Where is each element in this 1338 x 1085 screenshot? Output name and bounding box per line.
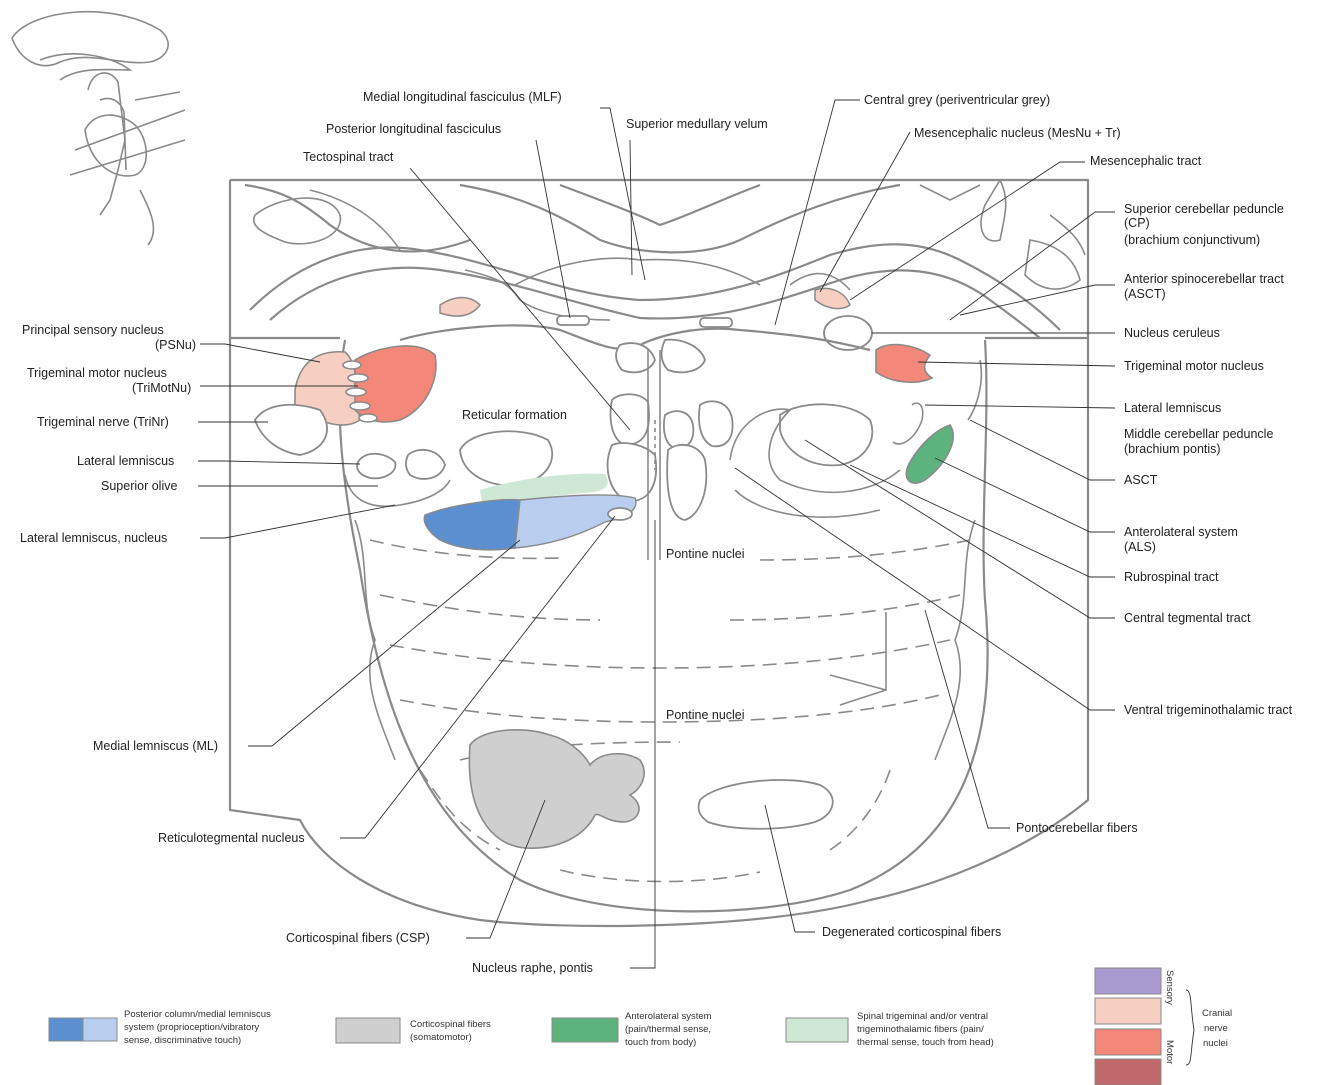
legend-dcml-line-1: Posterior column/medial lemniscus bbox=[124, 1009, 271, 1020]
anterolateral-system-shape bbox=[906, 425, 953, 483]
label-ceruleus: Nucleus ceruleus bbox=[1124, 326, 1220, 340]
legend: Posterior column/medial lemniscus system… bbox=[49, 968, 1232, 1085]
label-plf: Posterior longitudinal fasciculus bbox=[326, 122, 501, 136]
label-psnu-2: (PSNu) bbox=[155, 338, 196, 352]
label-trimot-left-1: Trigeminal motor nucleus bbox=[27, 366, 167, 380]
label-reticular-formation: Reticular formation bbox=[462, 408, 567, 422]
label-als-2: (ALS) bbox=[1124, 540, 1156, 554]
legend-trig-line-3: thermal sense, touch from head) bbox=[857, 1037, 994, 1048]
legend-csp-line-2: (somatomotor) bbox=[410, 1032, 472, 1043]
legend-trig: Spinal trigeminal and/or ventral trigemi… bbox=[786, 1011, 994, 1048]
corticospinal-fibers-shape bbox=[469, 730, 644, 848]
label-latlem-left: Lateral lemniscus bbox=[77, 454, 174, 468]
label-mcp-1: Middle cerebellar peduncle bbox=[1124, 427, 1273, 441]
legend-als-line-2: (pain/thermal sense, bbox=[625, 1024, 711, 1035]
label-superior-olive: Superior olive bbox=[101, 479, 177, 493]
label-latlem-nucleus: Lateral lemniscus, nucleus bbox=[20, 531, 167, 545]
label-trimot-left-2: (TriMotNu) bbox=[132, 381, 191, 395]
legend-cranial-nuclei: Sensory Motor Cranial nerve nuclei bbox=[1095, 968, 1232, 1085]
brain-orientation-thumbnail bbox=[12, 12, 185, 245]
label-raphe: Nucleus raphe, pontis bbox=[472, 961, 593, 975]
label-central-tegmental: Central tegmental tract bbox=[1124, 611, 1251, 625]
degenerated-corticospinal-shape bbox=[699, 780, 833, 829]
label-rubrospinal: Rubrospinal tract bbox=[1124, 570, 1219, 584]
label-reticulotegmental: Reticulotegmental nucleus bbox=[158, 831, 305, 845]
label-central-grey: Central grey (periventricular grey) bbox=[864, 93, 1050, 107]
label-csp: Corticospinal fibers (CSP) bbox=[286, 931, 430, 945]
label-asct-a: Anterior spinocerebellar tract bbox=[1124, 272, 1284, 286]
label-degenerated-csp: Degenerated corticospinal fibers bbox=[822, 925, 1001, 939]
legend-sensory: Sensory bbox=[1164, 970, 1175, 1005]
legend-cranial-line-3: nuclei bbox=[1203, 1038, 1228, 1049]
legend-als-line-1: Anterolateral system bbox=[625, 1011, 712, 1022]
label-trigeminal-nerve: Trigeminal nerve (TriNr) bbox=[37, 415, 169, 429]
legend-cranial-line-1: Cranial bbox=[1202, 1008, 1232, 1019]
label-pontine-nuclei-2: Pontine nuclei bbox=[666, 708, 745, 722]
label-medial-lemniscus: Medial lemniscus (ML) bbox=[93, 739, 218, 753]
label-als-1: Anterolateral system bbox=[1124, 525, 1238, 539]
legend-als-line-3: touch from body) bbox=[625, 1037, 696, 1048]
legend-dcml-line-2: system (proprioception/vibratory bbox=[124, 1022, 259, 1033]
medial-lemniscus-dark-shape bbox=[424, 500, 520, 550]
raphe-columns bbox=[608, 340, 733, 560]
legend-csp-line-1: Corticospinal fibers bbox=[410, 1019, 491, 1030]
legend-motor: Motor bbox=[1164, 1040, 1175, 1064]
legend-dcml-line-3: sense, discriminative touch) bbox=[124, 1035, 241, 1046]
legend-cranial-line-2: nerve bbox=[1204, 1023, 1228, 1034]
label-mcp-2: (brachium pontis) bbox=[1124, 442, 1221, 456]
label-tectospinal: Tectospinal tract bbox=[303, 150, 394, 164]
label-mesnu: Mesencephalic nucleus (MesNu + Tr) bbox=[914, 126, 1121, 140]
legend-trig-line-2: trigeminothalamic fibers (pain/ bbox=[857, 1024, 984, 1035]
legend-trig-line-1: Spinal trigeminal and/or ventral bbox=[857, 1011, 988, 1022]
label-scp-3: (brachium conjunctivum) bbox=[1124, 233, 1260, 247]
trigeminal-motor-nucleus-right-shape bbox=[876, 345, 932, 383]
label-latlem-right: Lateral lemniscus bbox=[1124, 401, 1221, 415]
tegmentum-structures bbox=[255, 340, 981, 560]
label-asct-b: (ASCT) bbox=[1124, 287, 1166, 301]
legend-csp: Corticospinal fibers (somatomotor) bbox=[336, 1018, 491, 1043]
dorsal-structures bbox=[245, 180, 1085, 350]
pons-section-outline bbox=[230, 180, 1088, 926]
label-scp-2: (CP) bbox=[1124, 216, 1150, 230]
label-mes-tract: Mesencephalic tract bbox=[1090, 154, 1202, 168]
label-trimot-right: Trigeminal motor nucleus bbox=[1124, 359, 1264, 373]
medial-lemniscus-light-shape bbox=[515, 495, 636, 548]
label-psnu-1: Principal sensory nucleus bbox=[22, 323, 164, 337]
label-pontine-nuclei-1: Pontine nuclei bbox=[666, 547, 745, 561]
label-asct-right: ASCT bbox=[1124, 473, 1158, 487]
label-ventral-trigeminothalamic: Ventral trigeminothalamic tract bbox=[1124, 703, 1293, 717]
label-pontocerebellar: Pontocerebellar fibers bbox=[1016, 821, 1138, 835]
legend-dcml: Posterior column/medial lemniscus system… bbox=[49, 1009, 271, 1046]
label-sup-med-velum: Superior medullary velum bbox=[626, 117, 768, 131]
label-mlf: Medial longitudinal fasciculus (MLF) bbox=[363, 90, 562, 104]
label-scp-1: Superior cerebellar peduncle bbox=[1124, 202, 1284, 216]
legend-als: Anterolateral system (pain/thermal sense… bbox=[552, 1011, 712, 1048]
trigeminal-motor-nucleus-left-shape bbox=[355, 346, 436, 422]
